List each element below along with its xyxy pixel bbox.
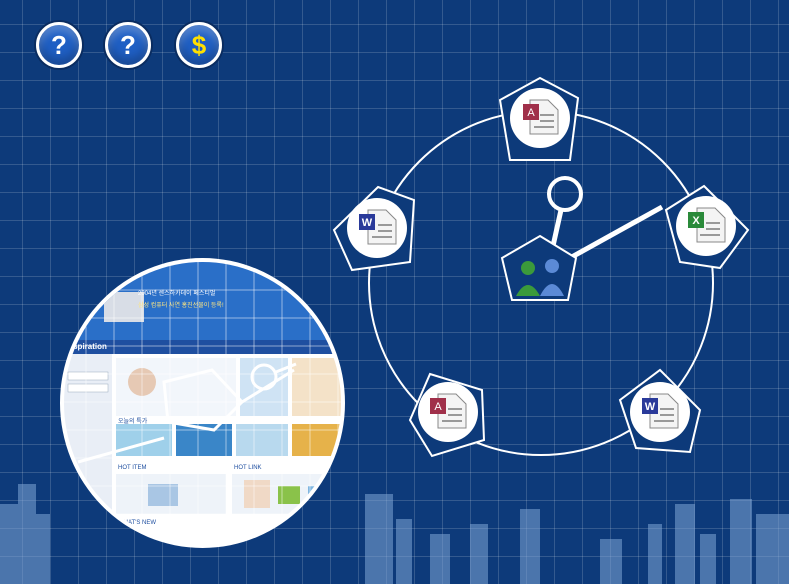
- city-skyline: [0, 484, 789, 584]
- svg-text:W: W: [645, 401, 656, 413]
- access-file-icon: A: [430, 393, 467, 429]
- top-file-node[interactable]: A: [498, 76, 580, 161]
- center-users-node[interactable]: [500, 234, 578, 301]
- pointer-short: [550, 209, 564, 247]
- bottom-right-file-node[interactable]: W: [618, 368, 702, 454]
- help-button-2[interactable]: ?: [105, 22, 151, 68]
- access-file-icon: A: [523, 99, 559, 135]
- section-hot-item[interactable]: HOT ITEM: [118, 465, 147, 471]
- banner-line-1: 2004년 센스하카데이 페스티벌: [138, 291, 216, 297]
- section-hot-link[interactable]: HOT LINK: [234, 465, 262, 471]
- banner-line-2: 삼성 컴퓨터 사연 홍진선물이 등록!: [138, 303, 224, 309]
- svg-text:A: A: [527, 107, 535, 119]
- excel-file-icon: X: [688, 207, 726, 243]
- laptop-image: [104, 292, 144, 322]
- right-file-node[interactable]: X: [664, 184, 750, 270]
- svg-text:W: W: [362, 217, 373, 229]
- section-whats-new[interactable]: WHAT'S NEW: [118, 520, 157, 526]
- website-preview: [64, 262, 341, 544]
- bottom-left-file-node[interactable]: A: [408, 372, 486, 458]
- price-button[interactable]: $: [176, 22, 222, 68]
- website-preview-lens[interactable]: 2004년 센스하카데이 페스티벌 삼성 컴퓨터 사연 홍진선물이 등록! in…: [60, 258, 345, 548]
- word-file-icon: W: [642, 393, 679, 429]
- help-button-1[interactable]: ?: [36, 22, 82, 68]
- left-file-node[interactable]: W: [332, 185, 416, 272]
- pointer-knob: [547, 176, 583, 212]
- site-logo[interactable]: inspiration: [66, 342, 107, 351]
- word-file-icon: W: [359, 209, 397, 245]
- svg-text:A: A: [434, 401, 442, 413]
- section-today[interactable]: 오늘의 특가: [118, 419, 148, 425]
- pointer-long: [568, 204, 664, 261]
- mini-diagram-overlay: [77, 362, 297, 464]
- svg-text:X: X: [692, 215, 700, 227]
- users-group-icon: [516, 259, 564, 296]
